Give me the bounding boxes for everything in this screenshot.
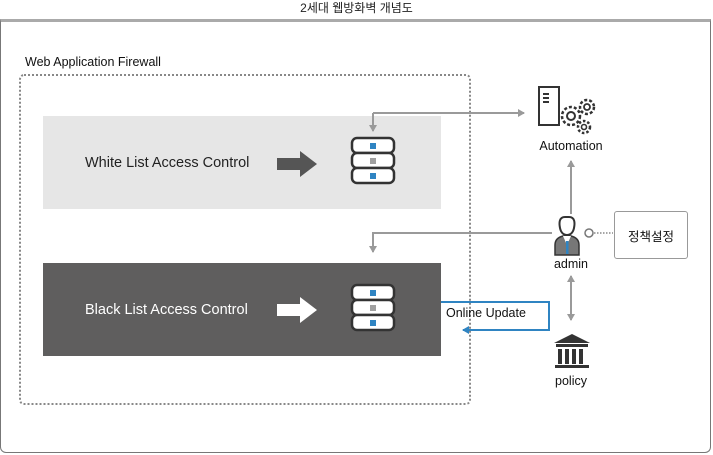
white-list-arrow-icon xyxy=(277,151,317,177)
online-update-connector xyxy=(441,301,550,334)
black-list-server-icon xyxy=(350,283,396,332)
server-gears-icon xyxy=(538,86,596,135)
online-update-label: Online Update xyxy=(446,306,526,320)
diagram-title: 2세대 웹방화벽 개념도 xyxy=(300,1,413,15)
waf-label: Web Application Firewall xyxy=(25,55,161,69)
waf-boundary xyxy=(19,74,471,405)
admin-policy-setting-connector xyxy=(584,228,613,238)
diagram-frame xyxy=(0,19,711,453)
policy-label: policy xyxy=(555,374,587,388)
black-list-arrow-icon xyxy=(277,297,317,323)
admin-label: admin xyxy=(553,257,589,271)
white-list-label: White List Access Control xyxy=(85,154,250,171)
automation-label: Automation xyxy=(539,139,603,153)
white-list-server-icon xyxy=(350,136,396,185)
admin-to-blacklist-connector xyxy=(369,232,552,253)
automation-connector xyxy=(369,109,525,132)
black-list-label: Black List Access Control xyxy=(85,301,248,318)
policy-setting-box: 정책설정 xyxy=(614,211,688,259)
building-columns-icon xyxy=(554,334,590,368)
admin-user-icon xyxy=(554,216,580,256)
